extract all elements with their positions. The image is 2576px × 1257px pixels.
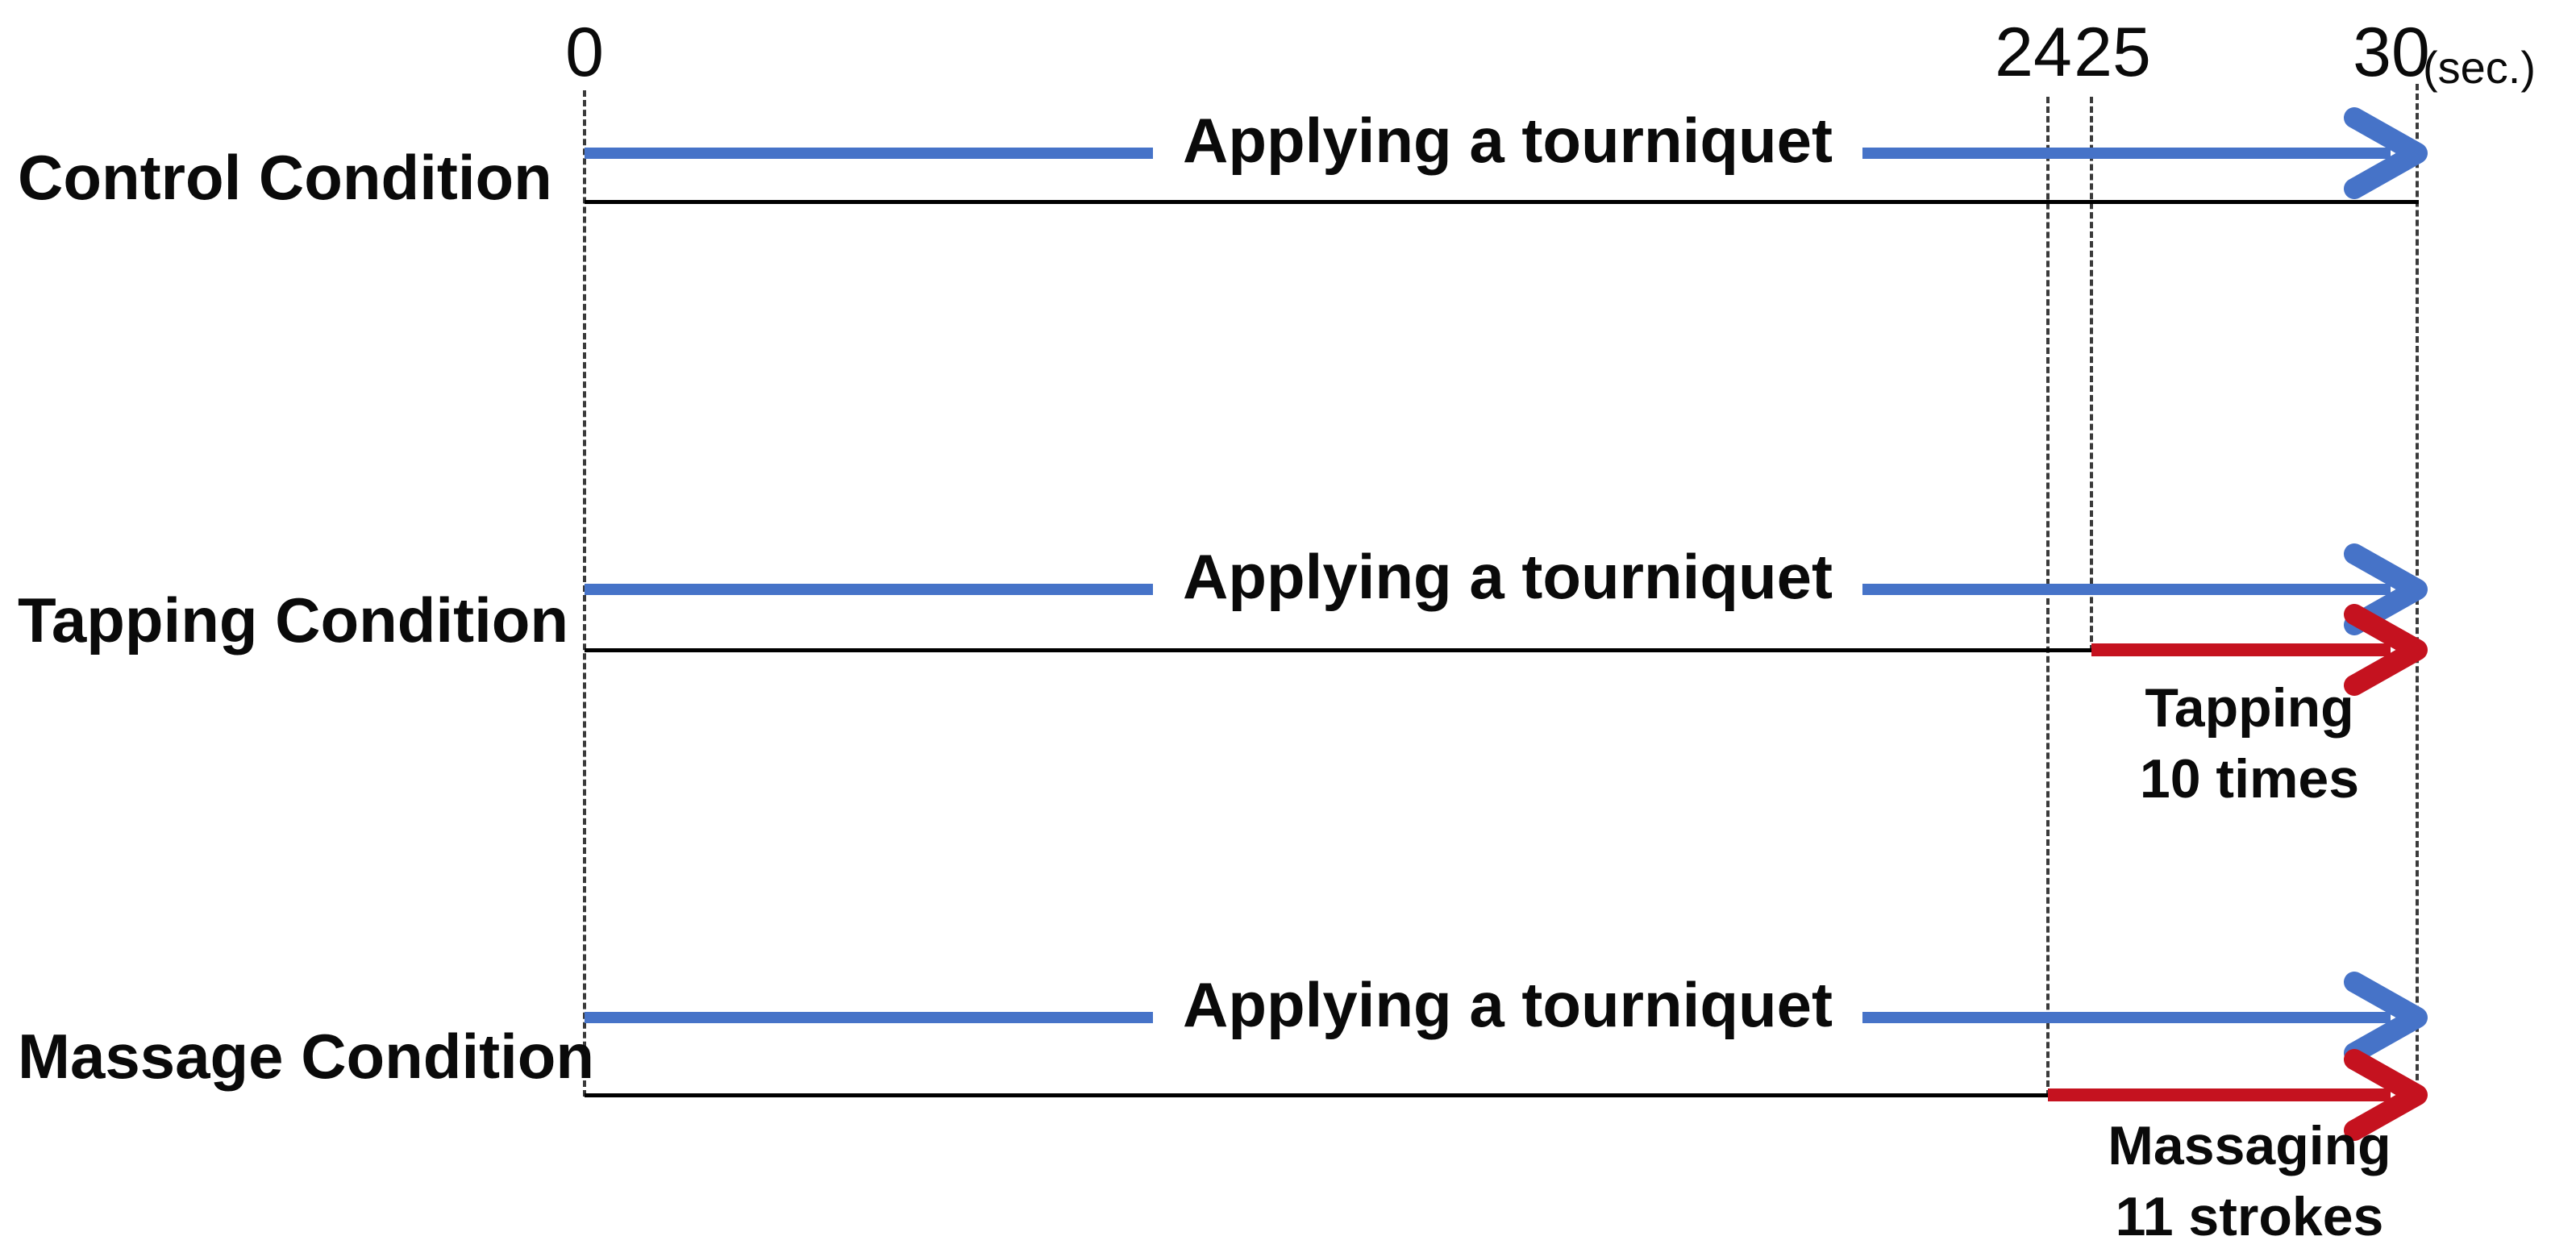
axis-tick-24: 24 <box>1995 14 2072 91</box>
axis-tick-25: 25 <box>2074 14 2151 91</box>
tourniquet-arrow-shaft <box>585 1012 1153 1023</box>
tourniquet-arrow-label: Applying a tourniquet <box>1183 105 1833 176</box>
condition-label: Control Condition <box>18 142 552 213</box>
intervention-label-line2: 11 strokes <box>2115 1186 2384 1247</box>
tourniquet-arrow-label: Applying a tourniquet <box>1183 541 1833 612</box>
intervention-label: Massaging 11 strokes <box>2048 1110 2451 1252</box>
tourniquet-arrow-shaft <box>1862 1012 2391 1023</box>
intervention-arrow-shaft <box>2091 643 2391 656</box>
intervention-label: Tapping 10 times <box>2048 672 2451 814</box>
blue-arrowhead-icon <box>2344 107 2428 199</box>
intervention-label-line2: 10 times <box>2139 748 2360 810</box>
red-arrowhead-icon <box>2344 1049 2428 1141</box>
axis-unit-label: (sec.) <box>2423 42 2536 93</box>
blue-arrowhead-icon <box>2344 543 2428 635</box>
tourniquet-arrow-label: Applying a tourniquet <box>1183 969 1833 1040</box>
timeline-baseline <box>585 648 2091 652</box>
axis-tick-0: 0 <box>565 14 604 91</box>
intervention-label-line1: Tapping <box>2145 677 2354 739</box>
blue-arrowhead-icon <box>2344 972 2428 1063</box>
tourniquet-arrow-shaft <box>585 148 1153 159</box>
intervention-label-line1: Massaging <box>2108 1115 2391 1176</box>
intervention-arrow-shaft <box>2048 1088 2391 1101</box>
tourniquet-arrow-shaft <box>1862 148 2391 159</box>
axis-tick-30: 30 <box>2353 14 2430 91</box>
timeline-baseline <box>585 200 2419 204</box>
tourniquet-arrow-shaft <box>1862 584 2391 595</box>
gridline-24s <box>2046 97 2050 1097</box>
red-arrowhead-icon <box>2344 604 2428 696</box>
condition-label: Massage Condition <box>18 1021 595 1092</box>
timeline-baseline <box>585 1093 2048 1097</box>
tourniquet-arrow-shaft <box>585 584 1153 595</box>
gridline-25s <box>2090 97 2093 651</box>
condition-label: Tapping Condition <box>18 585 569 656</box>
